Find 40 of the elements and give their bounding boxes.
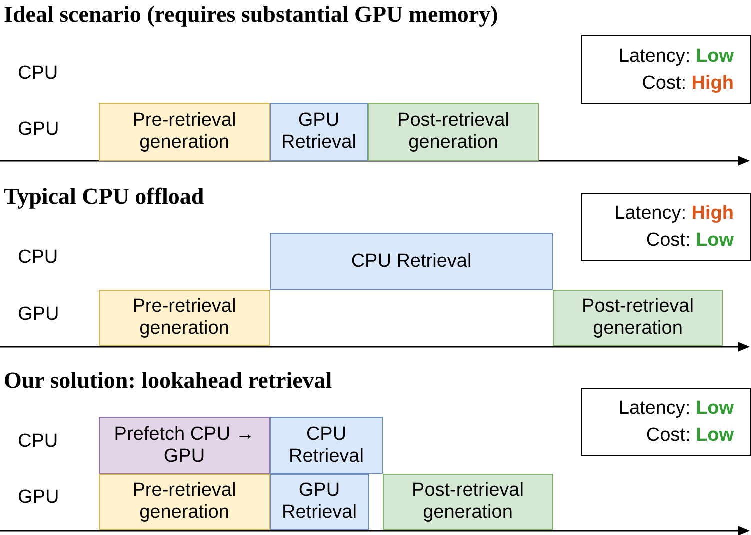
row-label: GPU <box>18 487 60 509</box>
metric-text: Latency: High <box>614 202 734 226</box>
row-label: CPU <box>18 247 58 269</box>
task-label: Post-retrieval generation <box>396 110 510 154</box>
section-heading: Our solution: lookahead retrieval <box>4 368 332 394</box>
task-block <box>99 290 270 346</box>
section-heading: Ideal scenario (requires substantial GPU memory) <box>4 2 498 28</box>
metric-text: Cost: Low <box>646 229 734 253</box>
task-block <box>553 290 723 346</box>
metrics-box <box>581 388 751 456</box>
task-label: GPU Retrieval <box>280 110 358 154</box>
section-heading: Typical CPU offload <box>4 184 204 210</box>
metric-text: Cost: High <box>642 72 734 96</box>
task-label: GPU Retrieval <box>281 480 358 524</box>
task-block <box>383 474 553 530</box>
task-label: Pre-retrieval generation <box>132 110 238 154</box>
task-block <box>270 103 368 161</box>
task-label: Pre-retrieval generation <box>132 296 238 340</box>
metric-text: Latency: Low <box>618 397 734 421</box>
task-label: Post-retrieval generation <box>581 296 695 340</box>
task-block <box>270 417 383 474</box>
task-block <box>270 474 369 530</box>
metrics-box <box>581 35 751 104</box>
task-label: Post-retrieval generation <box>411 480 525 524</box>
row-label: GPU <box>18 119 60 141</box>
task-block <box>99 103 270 161</box>
task-label: Prefetch CPU → GPU <box>113 424 256 468</box>
metrics-box <box>581 193 751 261</box>
task-label: Pre-retrieval generation <box>132 480 238 524</box>
metric-text: Cost: Low <box>646 424 734 448</box>
task-block <box>368 103 539 161</box>
task-block <box>270 233 553 290</box>
row-label: GPU <box>18 304 60 326</box>
metric-text: Latency: Low <box>618 44 734 68</box>
task-block <box>99 474 270 530</box>
row-label: CPU <box>18 63 58 85</box>
task-label: CPU Retrieval <box>288 424 365 468</box>
task-block <box>99 417 270 474</box>
row-label: CPU <box>18 431 58 453</box>
task-label: CPU Retrieval <box>351 250 472 272</box>
